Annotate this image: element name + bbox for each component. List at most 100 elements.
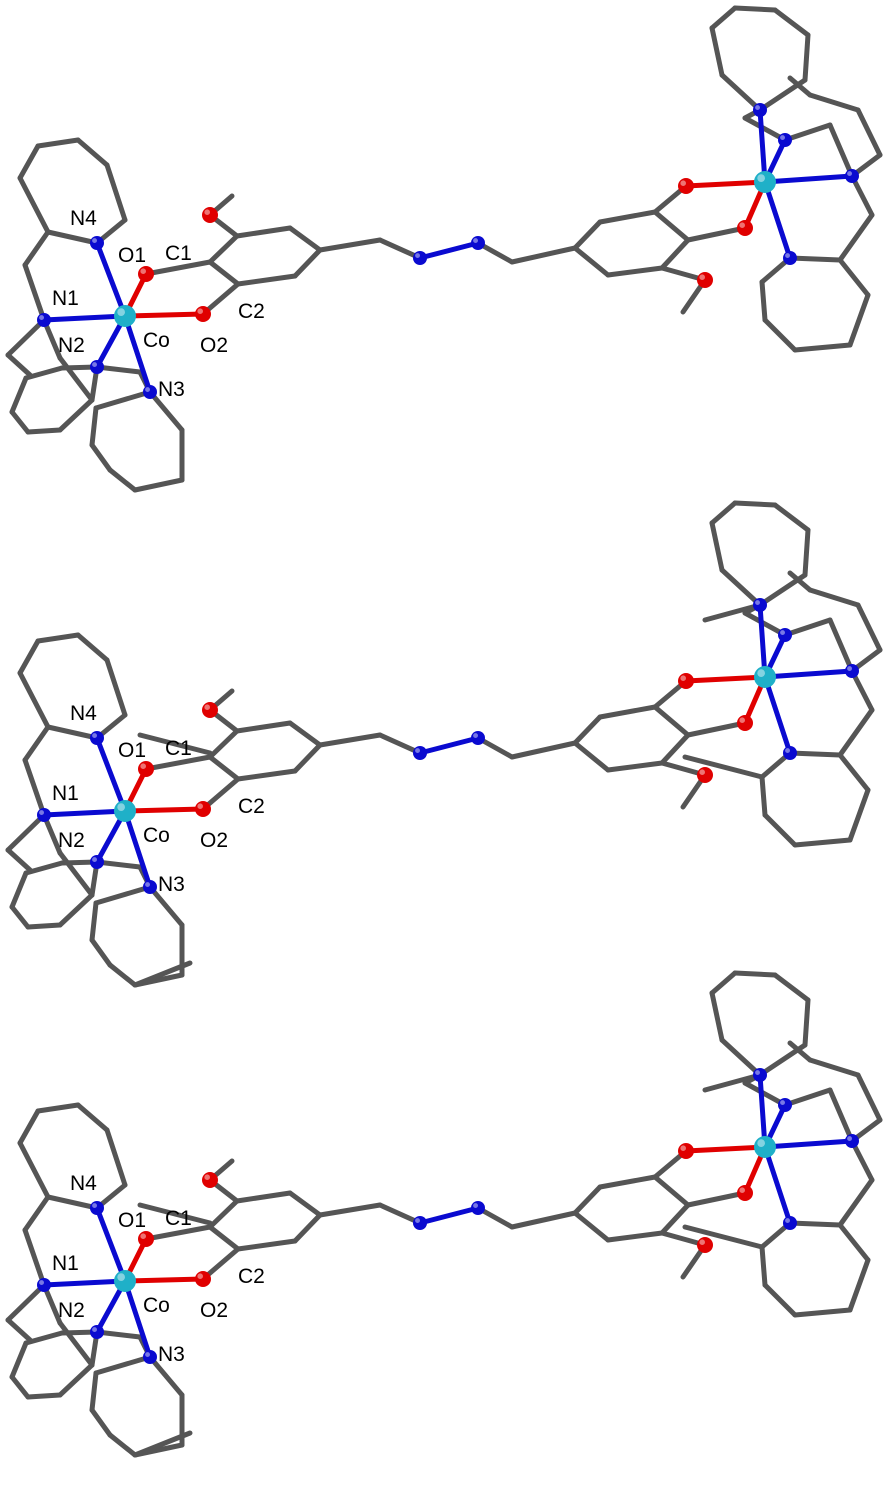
nitrogen-atom-highlight xyxy=(780,135,785,140)
methyl-bond xyxy=(132,1430,193,1458)
label-n3: N3 xyxy=(158,378,185,401)
ring-bond xyxy=(732,500,778,508)
oxygen-atom xyxy=(202,1172,218,1188)
catechol-ring-bond xyxy=(597,209,658,225)
chain-bond xyxy=(742,1080,788,1108)
ring-bond xyxy=(802,32,811,83)
co-n-bond xyxy=(41,808,128,818)
nitrogen-atom xyxy=(753,103,767,117)
chain-bond xyxy=(317,1202,383,1218)
nitrogen-atom xyxy=(413,1216,427,1230)
nitrogen-atom-highlight xyxy=(785,1218,790,1224)
oxygen-atom-highlight xyxy=(699,1239,705,1245)
ring-bond xyxy=(787,255,843,263)
chain-bond xyxy=(22,1194,51,1233)
label-c1: C1 xyxy=(165,1207,192,1230)
co-n-bond xyxy=(122,808,153,890)
co-n-bond xyxy=(762,179,793,261)
ring-bond xyxy=(107,962,138,988)
nitrogen-atom-highlight xyxy=(145,882,150,887)
catechol-ring-bond xyxy=(659,237,691,271)
chain-bond xyxy=(22,757,47,818)
ring-bond xyxy=(772,7,811,38)
azo-bond xyxy=(417,1205,481,1226)
ring-bond xyxy=(89,442,113,473)
chain-bond xyxy=(807,1057,861,1078)
catechol-ring-bond xyxy=(605,265,665,278)
nitrogen-atom-highlight xyxy=(847,666,852,671)
ring-bond xyxy=(9,870,29,910)
catechol-ring-bond xyxy=(572,1184,603,1216)
ch2-bond xyxy=(377,237,423,261)
chain-bond xyxy=(807,92,861,113)
catechol-ring-bond xyxy=(572,1210,611,1243)
nitrogen-atom-highlight xyxy=(39,315,44,320)
co-n-bond xyxy=(757,602,768,680)
oxygen-atom-highlight xyxy=(680,1145,686,1151)
label-n1: N1 xyxy=(52,782,79,805)
chain-bond xyxy=(94,364,143,375)
ring-bond xyxy=(17,1108,41,1146)
co-n-bond xyxy=(41,313,128,323)
ring-bond xyxy=(837,257,871,298)
catechol-ring-bond xyxy=(207,233,240,265)
nitrogen-atom xyxy=(471,1201,485,1215)
nitrogen-atom-highlight xyxy=(755,105,760,111)
ring-bond xyxy=(759,279,768,323)
oxygen-atom-highlight xyxy=(140,268,146,275)
ring-bond xyxy=(89,405,99,448)
nitrogen-atom-highlight xyxy=(785,253,790,258)
nitrogen-atom xyxy=(37,808,51,822)
nitrogen-atom xyxy=(90,360,104,374)
nitrogen-atom-highlight xyxy=(473,1203,478,1209)
catechol-ring-bond xyxy=(287,225,323,253)
co-n-bond xyxy=(94,735,128,814)
ring-bond xyxy=(45,724,100,741)
chain-bond xyxy=(849,1138,875,1183)
ring-bond xyxy=(89,1370,99,1413)
ring-bond xyxy=(762,1282,798,1318)
oxygen-atom xyxy=(678,178,694,194)
co-o-bond xyxy=(683,674,768,684)
label-n3: N3 xyxy=(158,873,185,896)
catechol-ring-bond xyxy=(235,273,298,287)
nitrogen-atom xyxy=(783,1216,797,1230)
chain-bond xyxy=(742,610,788,638)
label-c2: C2 xyxy=(238,795,265,818)
chain-bond xyxy=(22,724,51,763)
ring-bond xyxy=(847,292,871,348)
ring-bond xyxy=(792,342,853,353)
nitrogen-atom xyxy=(778,133,792,147)
chain-bond xyxy=(22,262,47,323)
oxygen-atom xyxy=(697,1237,713,1253)
label-o2: O2 xyxy=(200,334,228,357)
nitrogen-atom-highlight xyxy=(415,748,420,753)
ring-bond xyxy=(107,467,138,493)
chain-bond xyxy=(837,707,875,758)
oxygen-atom xyxy=(697,272,713,288)
label-n3: N3 xyxy=(158,1343,185,1366)
label-co: Co xyxy=(143,329,170,352)
ring-bond xyxy=(732,970,778,978)
chain-bond xyxy=(849,173,875,218)
co-n-bond xyxy=(122,313,153,395)
co-n-bond xyxy=(94,240,128,319)
label-n2: N2 xyxy=(58,829,85,852)
nitrogen-atom xyxy=(413,746,427,760)
ring-bond xyxy=(35,137,81,149)
nitrogen-atom xyxy=(90,236,104,250)
oxygen-atom-highlight xyxy=(204,704,210,710)
nitrogen-atom-highlight xyxy=(755,1070,760,1076)
oxygen-atom-highlight xyxy=(140,763,146,769)
chain-bond xyxy=(782,122,833,143)
methyl-bond xyxy=(682,1224,765,1250)
nitrogen-atom-highlight xyxy=(145,1352,150,1358)
nitrogen-atom xyxy=(845,1134,859,1148)
nitrogen-atom-highlight xyxy=(92,1327,98,1333)
oxygen-atom xyxy=(697,767,713,783)
ring-bond xyxy=(93,389,153,411)
co-o-bond xyxy=(122,1276,206,1284)
oxygen-atom-highlight xyxy=(197,803,203,809)
ring-bond xyxy=(709,5,738,31)
